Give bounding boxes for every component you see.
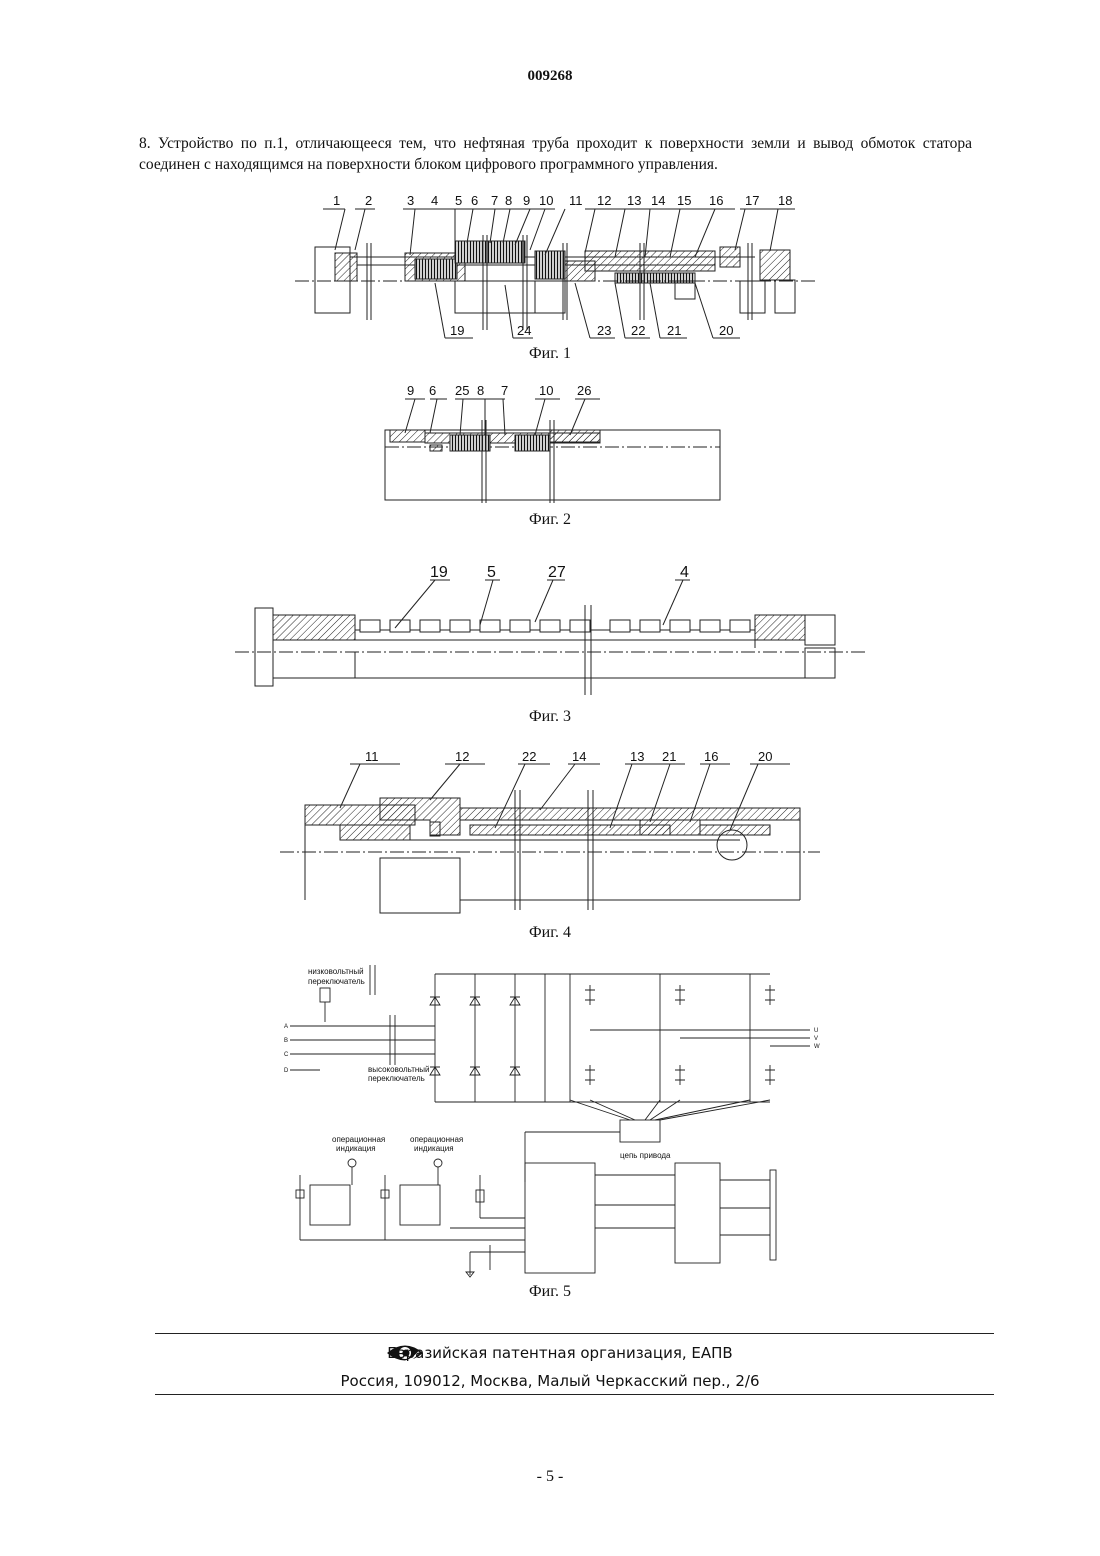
high-voltage-switch-label-line1: высоковольтный — [368, 1065, 430, 1074]
output-u-label: U — [814, 1028, 818, 1034]
fig1-label-18: 18 — [778, 193, 792, 208]
fig1-label-17: 17 — [745, 193, 759, 208]
low-voltage-switch-label-line2: переключатель — [308, 977, 365, 986]
fig1-label-14: 14 — [651, 193, 665, 208]
fig1-label-22: 22 — [631, 323, 645, 338]
operation-indication-2-line1: операционная — [410, 1135, 463, 1144]
fig2-label-25: 25 — [455, 383, 469, 398]
footer-divider-bottom — [155, 1394, 994, 1395]
operation-indication-2-line2: индикация — [414, 1144, 454, 1153]
figure-5-caption: Фиг. 5 — [470, 1283, 630, 1301]
fig4-label-11: 11 — [365, 749, 379, 764]
fig1-label-10: 10 — [539, 193, 553, 208]
fig2-label-7: 7 — [501, 383, 508, 398]
fig1-label-12: 12 — [597, 193, 611, 208]
fig1-label-4: 4 — [431, 193, 438, 208]
fig1-label-24: 24 — [517, 323, 531, 338]
fig4-label-20: 20 — [758, 749, 772, 764]
fig3-label-4: 4 — [680, 564, 689, 581]
fig1-label-2: 2 — [365, 193, 372, 208]
drive-circuit-label: цепь привода — [620, 1151, 671, 1160]
high-voltage-switch-label-line2: переключатель — [368, 1074, 425, 1083]
figure-2-caption: Фиг. 2 — [470, 511, 630, 529]
fig1-label-7: 7 — [491, 193, 498, 208]
fig1-label-19: 19 — [450, 323, 464, 338]
figure-1-caption: Фиг. 1 — [470, 345, 630, 363]
figure-3-drawing: 19 5 27 4 — [235, 560, 865, 700]
operation-indication-1-line1: операционная — [332, 1135, 385, 1144]
fig4-label-21: 21 — [662, 749, 676, 764]
fig1-label-13: 13 — [627, 193, 641, 208]
fig1-label-20: 20 — [719, 323, 733, 338]
footer-divider-top — [155, 1333, 994, 1334]
fig3-label-19: 19 — [430, 564, 448, 581]
page-number: - 5 - — [0, 1468, 1100, 1486]
fig4-label-12: 12 — [455, 749, 469, 764]
figure-5-circuit-diagram: низковольтный переключатель высоковольтн… — [280, 960, 800, 1280]
input-c-label: C — [284, 1052, 289, 1058]
figure-3-caption: Фиг. 3 — [470, 708, 630, 726]
figure-4-caption: Фиг. 4 — [470, 924, 630, 942]
fig1-label-15: 15 — [677, 193, 691, 208]
fig4-label-14: 14 — [572, 749, 586, 764]
fig1-label-5: 5 — [455, 193, 462, 208]
fig3-label-27: 27 — [548, 564, 566, 581]
footer-address: Россия, 109012, Москва, Малый Черкасский… — [0, 1372, 1100, 1390]
fig2-label-26: 26 — [577, 383, 591, 398]
document-number: 009268 — [0, 68, 1100, 85]
fig4-label-16: 16 — [704, 749, 718, 764]
fig2-label-9: 9 — [407, 383, 414, 398]
fig1-label-9: 9 — [523, 193, 530, 208]
fig2-label-10: 10 — [539, 383, 553, 398]
fig2-label-8: 8 — [477, 383, 484, 398]
claim-8-text: 8. Устройство по п.1, отличающееся тем, … — [139, 133, 972, 175]
fig2-label-6: 6 — [429, 383, 436, 398]
input-a-label: A — [284, 1024, 288, 1030]
input-b-label: B — [284, 1038, 288, 1044]
fig1-label-3: 3 — [407, 193, 414, 208]
fig1-label-16: 16 — [709, 193, 723, 208]
fig1-label-11: 11 — [569, 193, 583, 208]
figure-1-drawing: 1 2 3 4 5 6 7 8 9 10 11 12 13 14 15 16 1… — [295, 195, 815, 350]
fig1-label-23: 23 — [597, 323, 611, 338]
fig1-label-21: 21 — [667, 323, 681, 338]
fig1-label-1: 1 — [333, 193, 340, 208]
fig4-label-13: 13 — [630, 749, 644, 764]
fig3-label-5: 5 — [487, 564, 496, 581]
output-v-label: V — [814, 1036, 818, 1042]
fig1-label-8: 8 — [505, 193, 512, 208]
operation-indication-1-line2: индикация — [336, 1144, 376, 1153]
input-d-label: D — [284, 1068, 289, 1074]
figure-2-drawing: 9 6 25 8 7 10 26 — [385, 385, 725, 505]
fig1-label-6: 6 — [471, 193, 478, 208]
footer-organization: Евразийская патентная организация, ЕАПВ — [0, 1344, 1100, 1362]
figure-4-drawing: 11 12 22 14 13 21 16 20 — [280, 750, 820, 920]
low-voltage-switch-label-line1: низковольтный — [308, 967, 364, 976]
output-w-label: W — [814, 1044, 820, 1050]
fig4-label-22: 22 — [522, 749, 536, 764]
